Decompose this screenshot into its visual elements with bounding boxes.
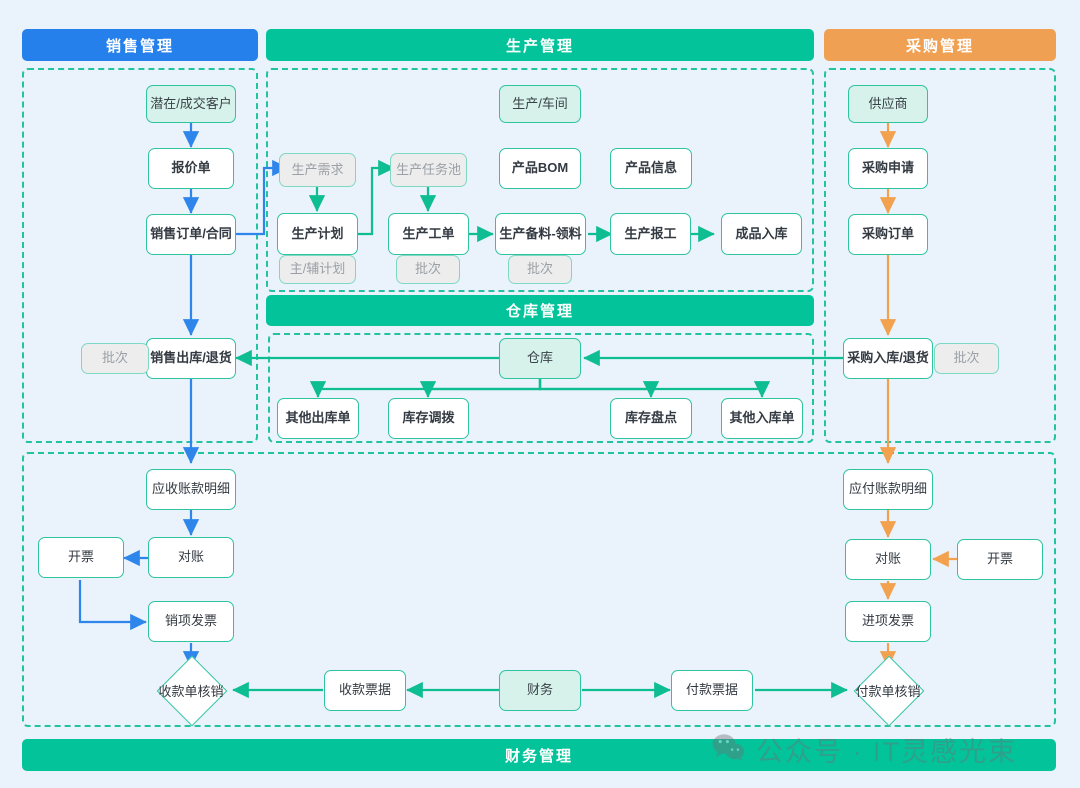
group-warehouse: [268, 333, 814, 443]
node-receipt-writeoff[interactable]: 收款单核销: [141, 655, 241, 727]
node-sales-out-batch[interactable]: 批次: [81, 343, 149, 374]
node-ar-reconciliation[interactable]: 对账: [148, 537, 234, 578]
node-potential-customer[interactable]: 潜在/成交客户: [146, 85, 236, 123]
node-receipt-voucher[interactable]: 收款票据: [324, 670, 406, 711]
node-material-preparation[interactable]: 生产备料-领料: [495, 213, 586, 255]
node-work-order-batch[interactable]: 批次: [396, 255, 460, 284]
node-supplier[interactable]: 供应商: [848, 85, 928, 123]
group-purchase: [824, 68, 1056, 443]
node-sales-outbound-return[interactable]: 销售出库/退货: [146, 338, 236, 379]
node-finished-goods-inbound[interactable]: 成品入库: [721, 213, 802, 255]
node-payment-writeoff[interactable]: 付款单核销: [838, 655, 938, 727]
node-inventory-transfer[interactable]: 库存调拨: [388, 398, 469, 439]
node-ap-detail[interactable]: 应付账款明细: [843, 469, 933, 510]
node-other-inbound[interactable]: 其他入库单: [721, 398, 803, 439]
node-other-outbound[interactable]: 其他出库单: [277, 398, 359, 439]
node-ar-invoice-issue[interactable]: 开票: [38, 537, 124, 578]
node-purchase-invoice[interactable]: 进项发票: [845, 601, 931, 642]
node-quotation[interactable]: 报价单: [148, 148, 234, 189]
group-sales: [22, 68, 258, 443]
node-purchase-inbound-return[interactable]: 采购入库/退货: [843, 338, 933, 379]
node-warehouse-store[interactable]: 仓库: [499, 338, 581, 379]
node-payment-voucher[interactable]: 付款票据: [671, 670, 753, 711]
node-ap-invoice-issue[interactable]: 开票: [957, 539, 1043, 580]
node-sales-order[interactable]: 销售订单/合同: [146, 214, 236, 255]
node-purchase-inbound-batch[interactable]: 批次: [934, 343, 999, 374]
node-ar-detail[interactable]: 应收账款明细: [146, 469, 236, 510]
section-header-purchase: 采购管理: [824, 29, 1056, 61]
node-production-report[interactable]: 生产报工: [610, 213, 691, 255]
section-header-production: 生产管理: [266, 29, 814, 61]
node-material-batch[interactable]: 批次: [508, 255, 572, 284]
node-production-task-pool[interactable]: 生产任务池: [390, 153, 467, 187]
node-production-work-order[interactable]: 生产工单: [388, 213, 469, 255]
node-product-info[interactable]: 产品信息: [610, 148, 692, 189]
receipt-writeoff-label: 收款单核销: [158, 683, 224, 699]
payment-writeoff-label: 付款单核销: [855, 683, 921, 699]
node-production-workshop[interactable]: 生产/车间: [499, 85, 581, 123]
node-inventory-count[interactable]: 库存盘点: [610, 398, 692, 439]
node-production-plan-sub[interactable]: 主/辅计划: [279, 255, 356, 284]
group-finance: [22, 452, 1056, 727]
node-production-demand[interactable]: 生产需求: [279, 153, 356, 187]
node-production-plan[interactable]: 生产计划: [277, 213, 358, 255]
node-purchase-order[interactable]: 采购订单: [848, 214, 928, 255]
node-purchase-requisition[interactable]: 采购申请: [848, 148, 928, 189]
section-header-finance: 财务管理: [22, 739, 1056, 771]
node-product-bom[interactable]: 产品BOM: [499, 148, 581, 189]
node-sales-invoice[interactable]: 销项发票: [148, 601, 234, 642]
node-finance-hub[interactable]: 财务: [499, 670, 581, 711]
section-header-warehouse: 仓库管理: [266, 295, 814, 326]
node-ap-reconciliation[interactable]: 对账: [845, 539, 931, 580]
section-header-sales: 销售管理: [22, 29, 258, 61]
